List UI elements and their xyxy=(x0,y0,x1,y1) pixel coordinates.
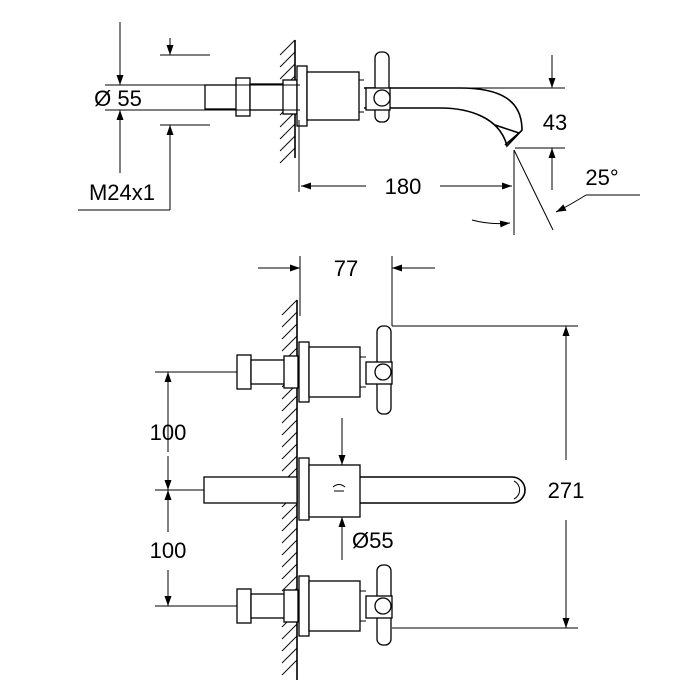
front-view: 77 100 100 271 Ø55 xyxy=(150,256,585,680)
dimension-77: 77 xyxy=(258,256,435,326)
projection-label: 77 xyxy=(334,256,358,281)
upper-valve xyxy=(236,325,393,415)
upper-cross-handle xyxy=(365,325,393,415)
lower-valve xyxy=(236,564,393,646)
spout-aerator-mark xyxy=(332,484,346,488)
spout-height-label: 43 xyxy=(543,110,567,135)
spout-diameter-label: Ø55 xyxy=(352,528,394,553)
spout-side xyxy=(364,87,523,148)
dimension-180: 180 xyxy=(298,120,515,235)
valve-body-side xyxy=(204,77,298,117)
angle-label: 25° xyxy=(585,165,618,190)
dimension-100-100: 100 100 xyxy=(150,371,237,607)
diameter-55-label: Ø 55 xyxy=(94,86,142,111)
side-view: Ø 55 M24x1 180 43 xyxy=(78,22,640,235)
dimension-thread: M24x1 xyxy=(78,38,210,211)
dimension-43: 43 xyxy=(410,55,567,190)
thread-label: M24x1 xyxy=(89,180,155,205)
total-height-label: 271 xyxy=(548,478,585,503)
spout-length-label: 180 xyxy=(385,174,422,199)
rosette-side xyxy=(296,65,364,127)
spout-front xyxy=(203,457,526,521)
dimension-spout-diameter-55: Ø55 xyxy=(309,418,394,560)
dimension-angle-25: 25° xyxy=(471,149,640,231)
upper-spacing-label: 100 xyxy=(150,420,187,445)
dimension-271: 271 xyxy=(392,325,585,629)
lower-spacing-label: 100 xyxy=(150,538,187,563)
cross-handle-side xyxy=(365,51,391,123)
lower-cross-handle xyxy=(365,564,393,646)
dimension-diameter-55: Ø 55 xyxy=(94,22,300,173)
